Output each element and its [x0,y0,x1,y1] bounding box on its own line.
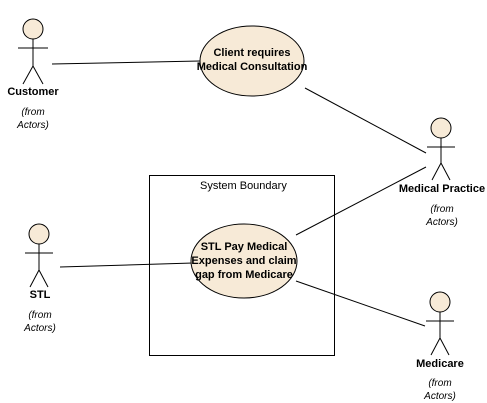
actor-note-line: (from [428,378,452,389]
actor-note-line: Actors) [426,217,458,228]
association-customer-consultation [51,60,201,65]
use-case-line: Medical Consultation [196,61,308,73]
actor-customer-figure[interactable] [18,18,48,85]
actor-stl-note: (from Actors) [0,309,80,335]
association-paymedical-medicare [295,280,426,327]
actor-stl-figure[interactable] [25,223,53,288]
association-stl-paymedical [59,262,194,268]
actor-medicare-name: Medicare [416,358,464,370]
use-case-line: STL Pay Medical [200,241,288,253]
use-case-client-consultation[interactable] [199,25,305,97]
use-case-stl-pay-label: STL Pay Medical Expenses and claim gap f… [188,240,300,282]
actor-medical-practice-note: (from Actors) [392,203,487,229]
system-boundary-label: System Boundary [200,180,287,192]
actor-note-line: (from [28,310,52,321]
use-case-line: Client requires [213,47,291,59]
actor-stl-name: STL [29,289,51,301]
association-paymedical-medical-practice [295,166,427,236]
actor-note-line: Actors) [24,323,56,334]
use-case-line: Expenses and claim [191,255,297,267]
actor-note-line: Actors) [424,391,456,402]
actor-medicare-figure[interactable] [426,291,454,356]
actor-note-line: Actors) [17,120,49,131]
use-case-line: gap from Medicare [195,269,293,281]
system-boundary [149,175,335,356]
actor-note-line: (from [21,107,45,118]
actor-medicare-note: (from Actors) [400,377,480,403]
use-case-client-consultation-label: Client requires Medical Consultation [196,46,308,74]
actor-customer-name: Customer [7,86,59,98]
actor-note-line: (from [430,204,454,215]
actor-medical-practice-figure[interactable] [427,117,455,181]
actor-medical-practice-name: Medical Practice [398,183,486,195]
association-consultation-medical-practice [304,87,427,154]
use-case-stl-pay[interactable] [190,223,298,299]
actor-customer-note: (from Actors) [0,106,73,132]
